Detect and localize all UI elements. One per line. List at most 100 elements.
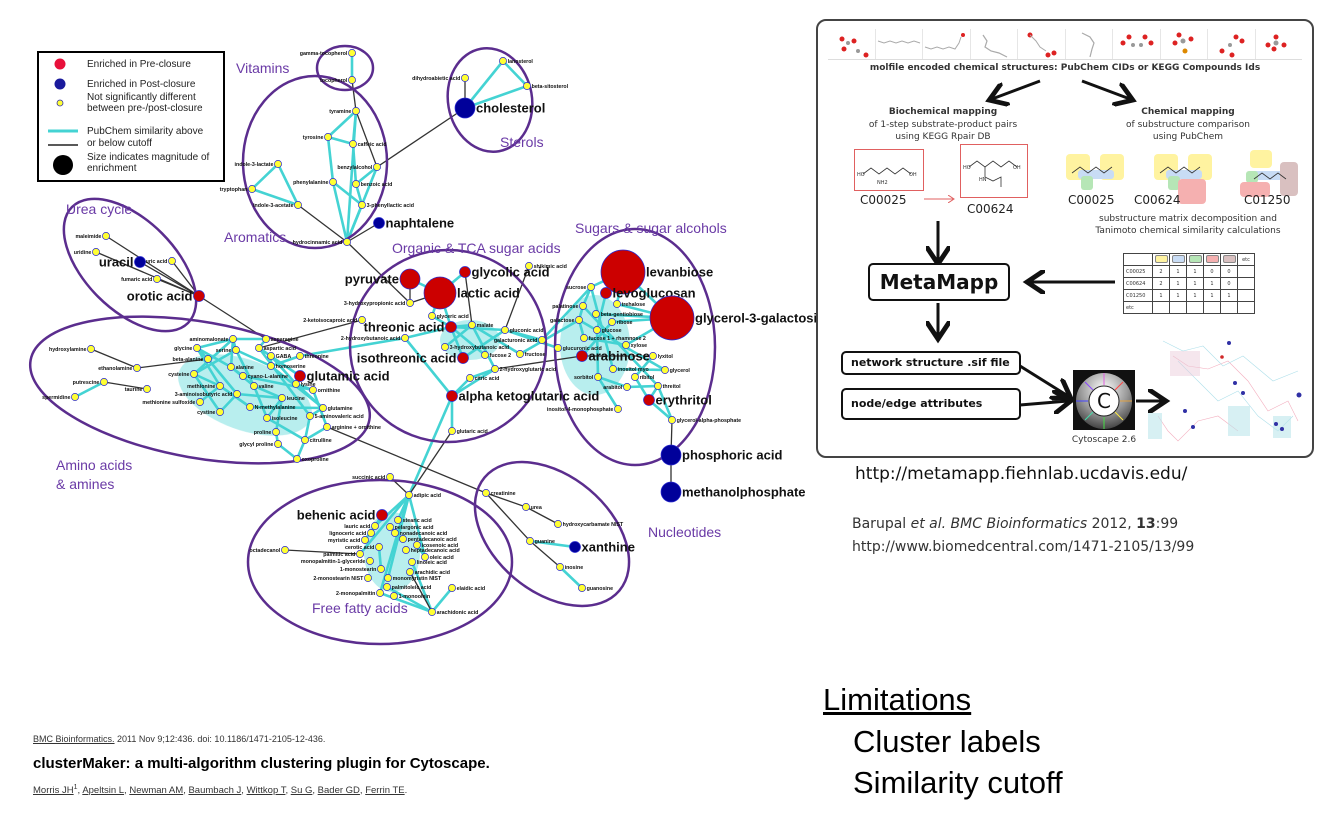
node-galactose[interactable]: galactose — [550, 316, 583, 324]
node-alanine[interactable]: alanine — [227, 363, 254, 371]
node-asparagine[interactable]: asparagine — [262, 335, 299, 343]
node-indole-3-lactate[interactable]: indole-3-lactate — [235, 160, 282, 168]
node-fucose2[interactable]: fucose 2 — [481, 351, 511, 359]
node-isothreonic[interactable]: isothreonic acid — [357, 351, 469, 366]
node-marker[interactable] — [306, 412, 314, 420]
node-arachidonic[interactable]: arachidonic acid — [428, 608, 478, 616]
node-marker[interactable] — [377, 565, 385, 573]
node-glycerol-alpha-p[interactable]: glycerol-alpha-phosphate — [668, 416, 741, 424]
node-marker[interactable] — [364, 574, 372, 582]
node-oleic[interactable]: oleic acid — [421, 553, 454, 561]
node-pelargonic[interactable]: pelargonic acid — [386, 523, 433, 531]
node-3-phenyllactic[interactable]: 3-phenyllactic acid — [358, 201, 414, 209]
node-marker[interactable] — [204, 355, 212, 363]
node-marker[interactable] — [343, 238, 351, 246]
node-spermidine[interactable]: spermidine — [42, 393, 79, 401]
author-link[interactable]: Newman AM — [129, 785, 184, 797]
node-glyceric[interactable]: glyceric acid — [428, 312, 469, 320]
node-aspartic[interactable]: aspartic acid — [255, 344, 296, 352]
node-marker[interactable] — [501, 326, 509, 334]
node-marker[interactable] — [576, 350, 588, 362]
node-marker[interactable] — [349, 140, 357, 148]
node-cholesterol[interactable]: cholesterol — [454, 97, 545, 119]
node-ornithine[interactable]: ornithine — [309, 386, 340, 394]
node-marker[interactable] — [386, 473, 394, 481]
node-met-sulfoxide[interactable]: methionine sulfoxide — [142, 398, 204, 406]
node-marker[interactable] — [408, 558, 416, 566]
node-marker[interactable] — [281, 546, 289, 554]
node-marker[interactable] — [356, 550, 364, 558]
metamapp-url-link[interactable]: http://metamapp.fiehnlab.ucdavis.edu/ — [855, 464, 1188, 484]
node-marker[interactable] — [448, 427, 456, 435]
node-marker[interactable] — [466, 374, 474, 382]
node-dihydroabietic[interactable]: dihydroabietic acid — [412, 74, 469, 82]
node-linoleic[interactable]: linoleic acid — [408, 558, 447, 566]
node-cystine[interactable]: cystine — [197, 408, 224, 416]
node-threitol[interactable]: threitol — [654, 382, 681, 390]
node-fucose1[interactable]: fucose 1 + rhamnose 2 — [580, 334, 646, 342]
node-proline[interactable]: proline — [254, 428, 280, 436]
node-benzoic[interactable]: benzoic acid — [352, 180, 392, 188]
node-marker[interactable] — [329, 178, 337, 186]
node-marker[interactable] — [371, 522, 379, 530]
node-marker[interactable] — [454, 97, 476, 119]
node-sucrose[interactable]: sucrose — [566, 283, 595, 291]
node-marker[interactable] — [274, 160, 282, 168]
node-marker[interactable] — [522, 503, 530, 511]
node-cyano-L-alanine[interactable]: cyano-L-alanine — [239, 372, 288, 380]
node-myo-inositol[interactable]: inositol myo — [609, 365, 650, 373]
node-marker[interactable] — [649, 295, 695, 341]
node-citrulline[interactable]: citrulline — [301, 436, 332, 444]
node-marker[interactable] — [246, 403, 254, 411]
node-marker[interactable] — [406, 568, 414, 576]
node-guanosine[interactable]: guanosine — [578, 584, 613, 592]
node-heptadecanoic[interactable]: heptadecanoic acid — [402, 546, 460, 554]
node-tyrosine[interactable]: tyrosine — [303, 133, 332, 141]
node-trehalose[interactable]: trehalose — [613, 300, 645, 308]
node-phenylalanine[interactable]: phenylalanine — [293, 178, 337, 186]
node-aminomalonate[interactable]: aminomalonate — [190, 335, 237, 343]
node-tryptophan[interactable]: tryptophan — [220, 185, 256, 193]
node-marker[interactable] — [263, 414, 271, 422]
node-beta-sitosterol[interactable]: beta-sitosterol — [523, 82, 569, 90]
node-marker[interactable] — [614, 405, 622, 413]
node-lyxitol[interactable]: lyxitol — [649, 352, 673, 360]
node-marker[interactable] — [292, 380, 300, 388]
node-hydroxylamine[interactable]: hydroxylamine — [49, 345, 95, 353]
node-marker[interactable] — [232, 346, 240, 354]
node-marker[interactable] — [239, 372, 247, 380]
node-marker[interactable] — [569, 541, 581, 553]
node-marker[interactable] — [143, 385, 151, 393]
node-beta-alanine[interactable]: beta-alanine — [172, 355, 212, 363]
node-marker[interactable] — [267, 362, 275, 370]
node-3-hydroxypropionic[interactable]: 3-hydroxypropionic acid — [344, 299, 414, 307]
node-marker[interactable] — [153, 275, 161, 283]
node-glutaric[interactable]: glutaric acid — [448, 427, 488, 435]
node-indole-3-acetate[interactable]: indole-3-acetate — [253, 201, 302, 209]
node-methanolphosphate[interactable]: methanolphosphate — [660, 481, 806, 503]
journal-link[interactable]: BMC Bioinformatics. — [33, 734, 115, 744]
node-glycine[interactable]: glycine — [174, 344, 201, 352]
node-cysteine[interactable]: cysteine — [168, 370, 198, 378]
node-marker[interactable] — [413, 541, 421, 549]
node-marker[interactable] — [358, 316, 366, 324]
node-marker[interactable] — [71, 393, 79, 401]
node-oxoproline[interactable]: oxoproline — [293, 455, 329, 463]
author-link[interactable]: Bader GD — [317, 785, 360, 797]
node-levanbiose[interactable]: levanbiose — [600, 249, 713, 295]
node-marker[interactable] — [267, 352, 275, 360]
node-marker[interactable] — [391, 529, 399, 537]
node-marker[interactable] — [294, 201, 302, 209]
node-marker[interactable] — [233, 390, 241, 398]
node-urea[interactable]: urea — [522, 503, 542, 511]
node-marker[interactable] — [608, 318, 616, 326]
author-link[interactable]: Wittkop T — [246, 785, 286, 797]
node-2-ketoisocaproic[interactable]: 2-ketoisocaproic acid — [303, 316, 366, 324]
node-pyruvate[interactable]: pyruvate — [345, 268, 421, 290]
node-marker[interactable] — [660, 481, 682, 503]
node-marker[interactable] — [516, 350, 524, 358]
node-marker[interactable] — [578, 584, 586, 592]
node-marker[interactable] — [102, 232, 110, 240]
node-nonadecanoic[interactable]: nonadecanoic acid — [391, 529, 447, 537]
node-marker[interactable] — [250, 382, 258, 390]
